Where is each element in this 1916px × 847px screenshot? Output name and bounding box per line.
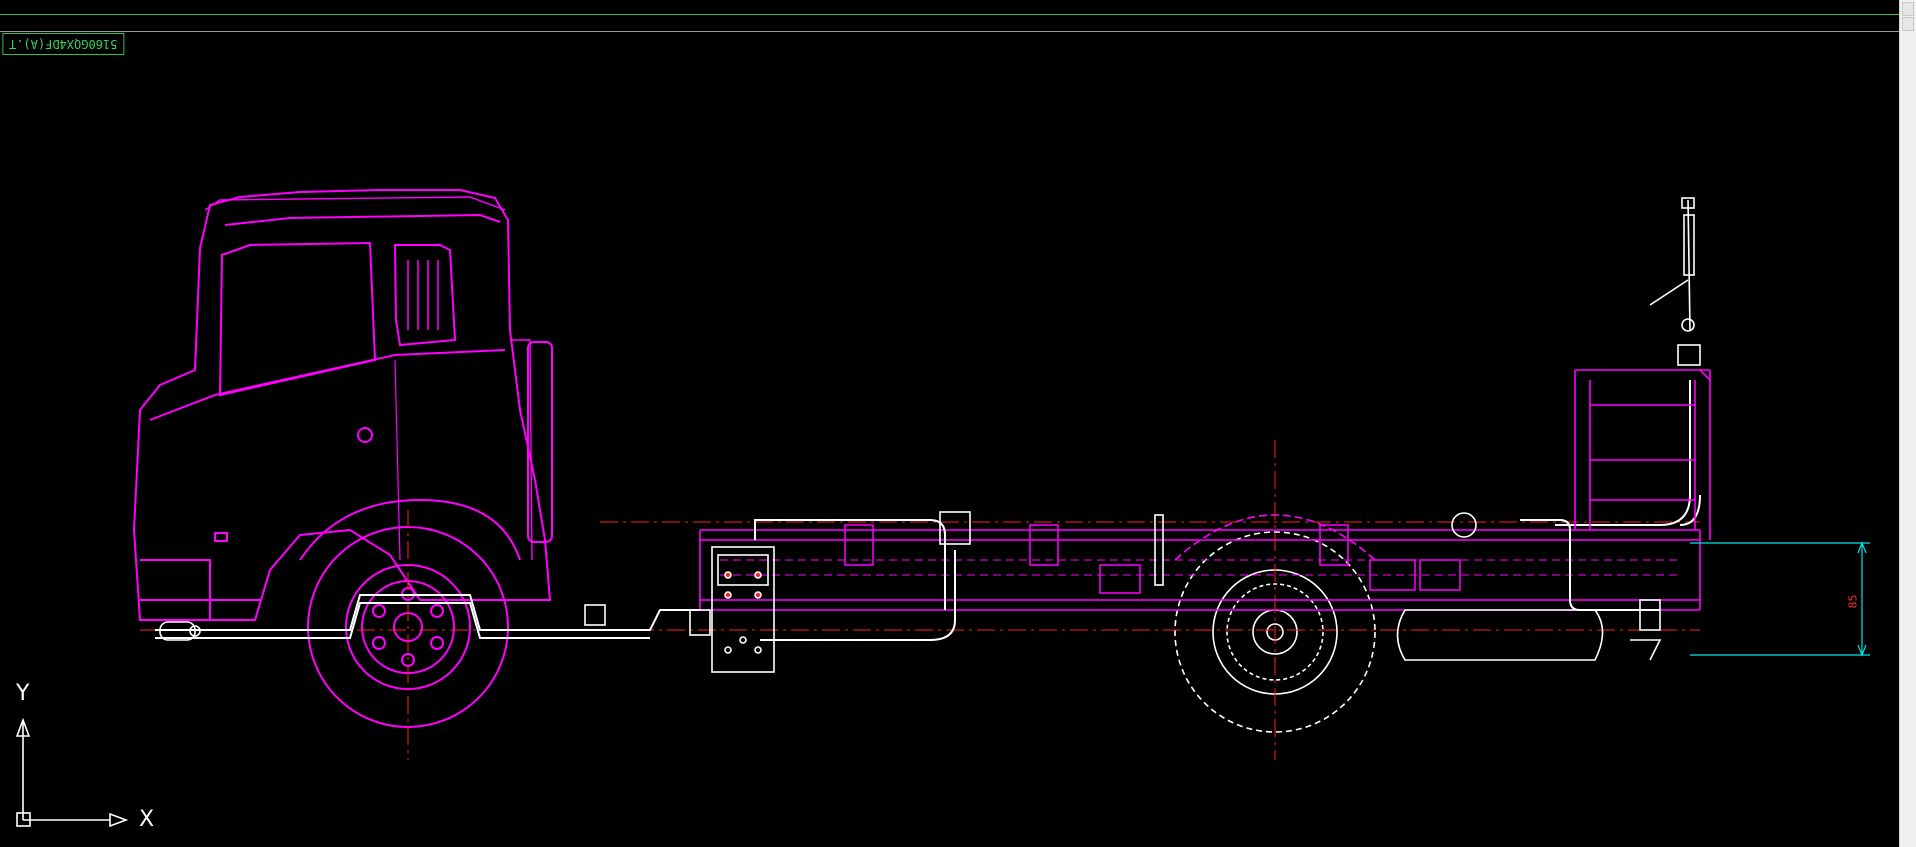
rear-ladder <box>1574 369 1711 540</box>
ucs-x-label: X <box>139 807 155 832</box>
scroll-up-arrow-icon[interactable] <box>1902 2 1914 16</box>
valves <box>584 511 1477 636</box>
ucs-axis-icon <box>15 717 129 828</box>
front-hitch <box>159 621 201 641</box>
rear-connector <box>1630 599 1662 661</box>
water-cannon <box>1649 197 1701 366</box>
vertical-scrollbar[interactable] <box>1899 0 1916 847</box>
center-lines <box>140 440 1700 760</box>
ucs-y-label: Y <box>16 681 30 706</box>
chassis-frame <box>699 529 1701 611</box>
dimension-text: 85 <box>1846 594 1860 609</box>
chassis-dash-lines <box>720 559 1680 576</box>
cab-outline <box>132 189 553 621</box>
height-dimension <box>1690 541 1870 657</box>
water-tank <box>1396 609 1604 661</box>
top-green-border <box>0 14 1900 15</box>
pump-block <box>711 546 775 673</box>
cab-window-bars <box>407 260 439 330</box>
frame-brackets <box>844 524 1461 594</box>
scroll-down-arrow-icon[interactable] <box>1902 17 1914 31</box>
piping <box>155 380 1701 641</box>
top-gray-border <box>0 31 1900 32</box>
